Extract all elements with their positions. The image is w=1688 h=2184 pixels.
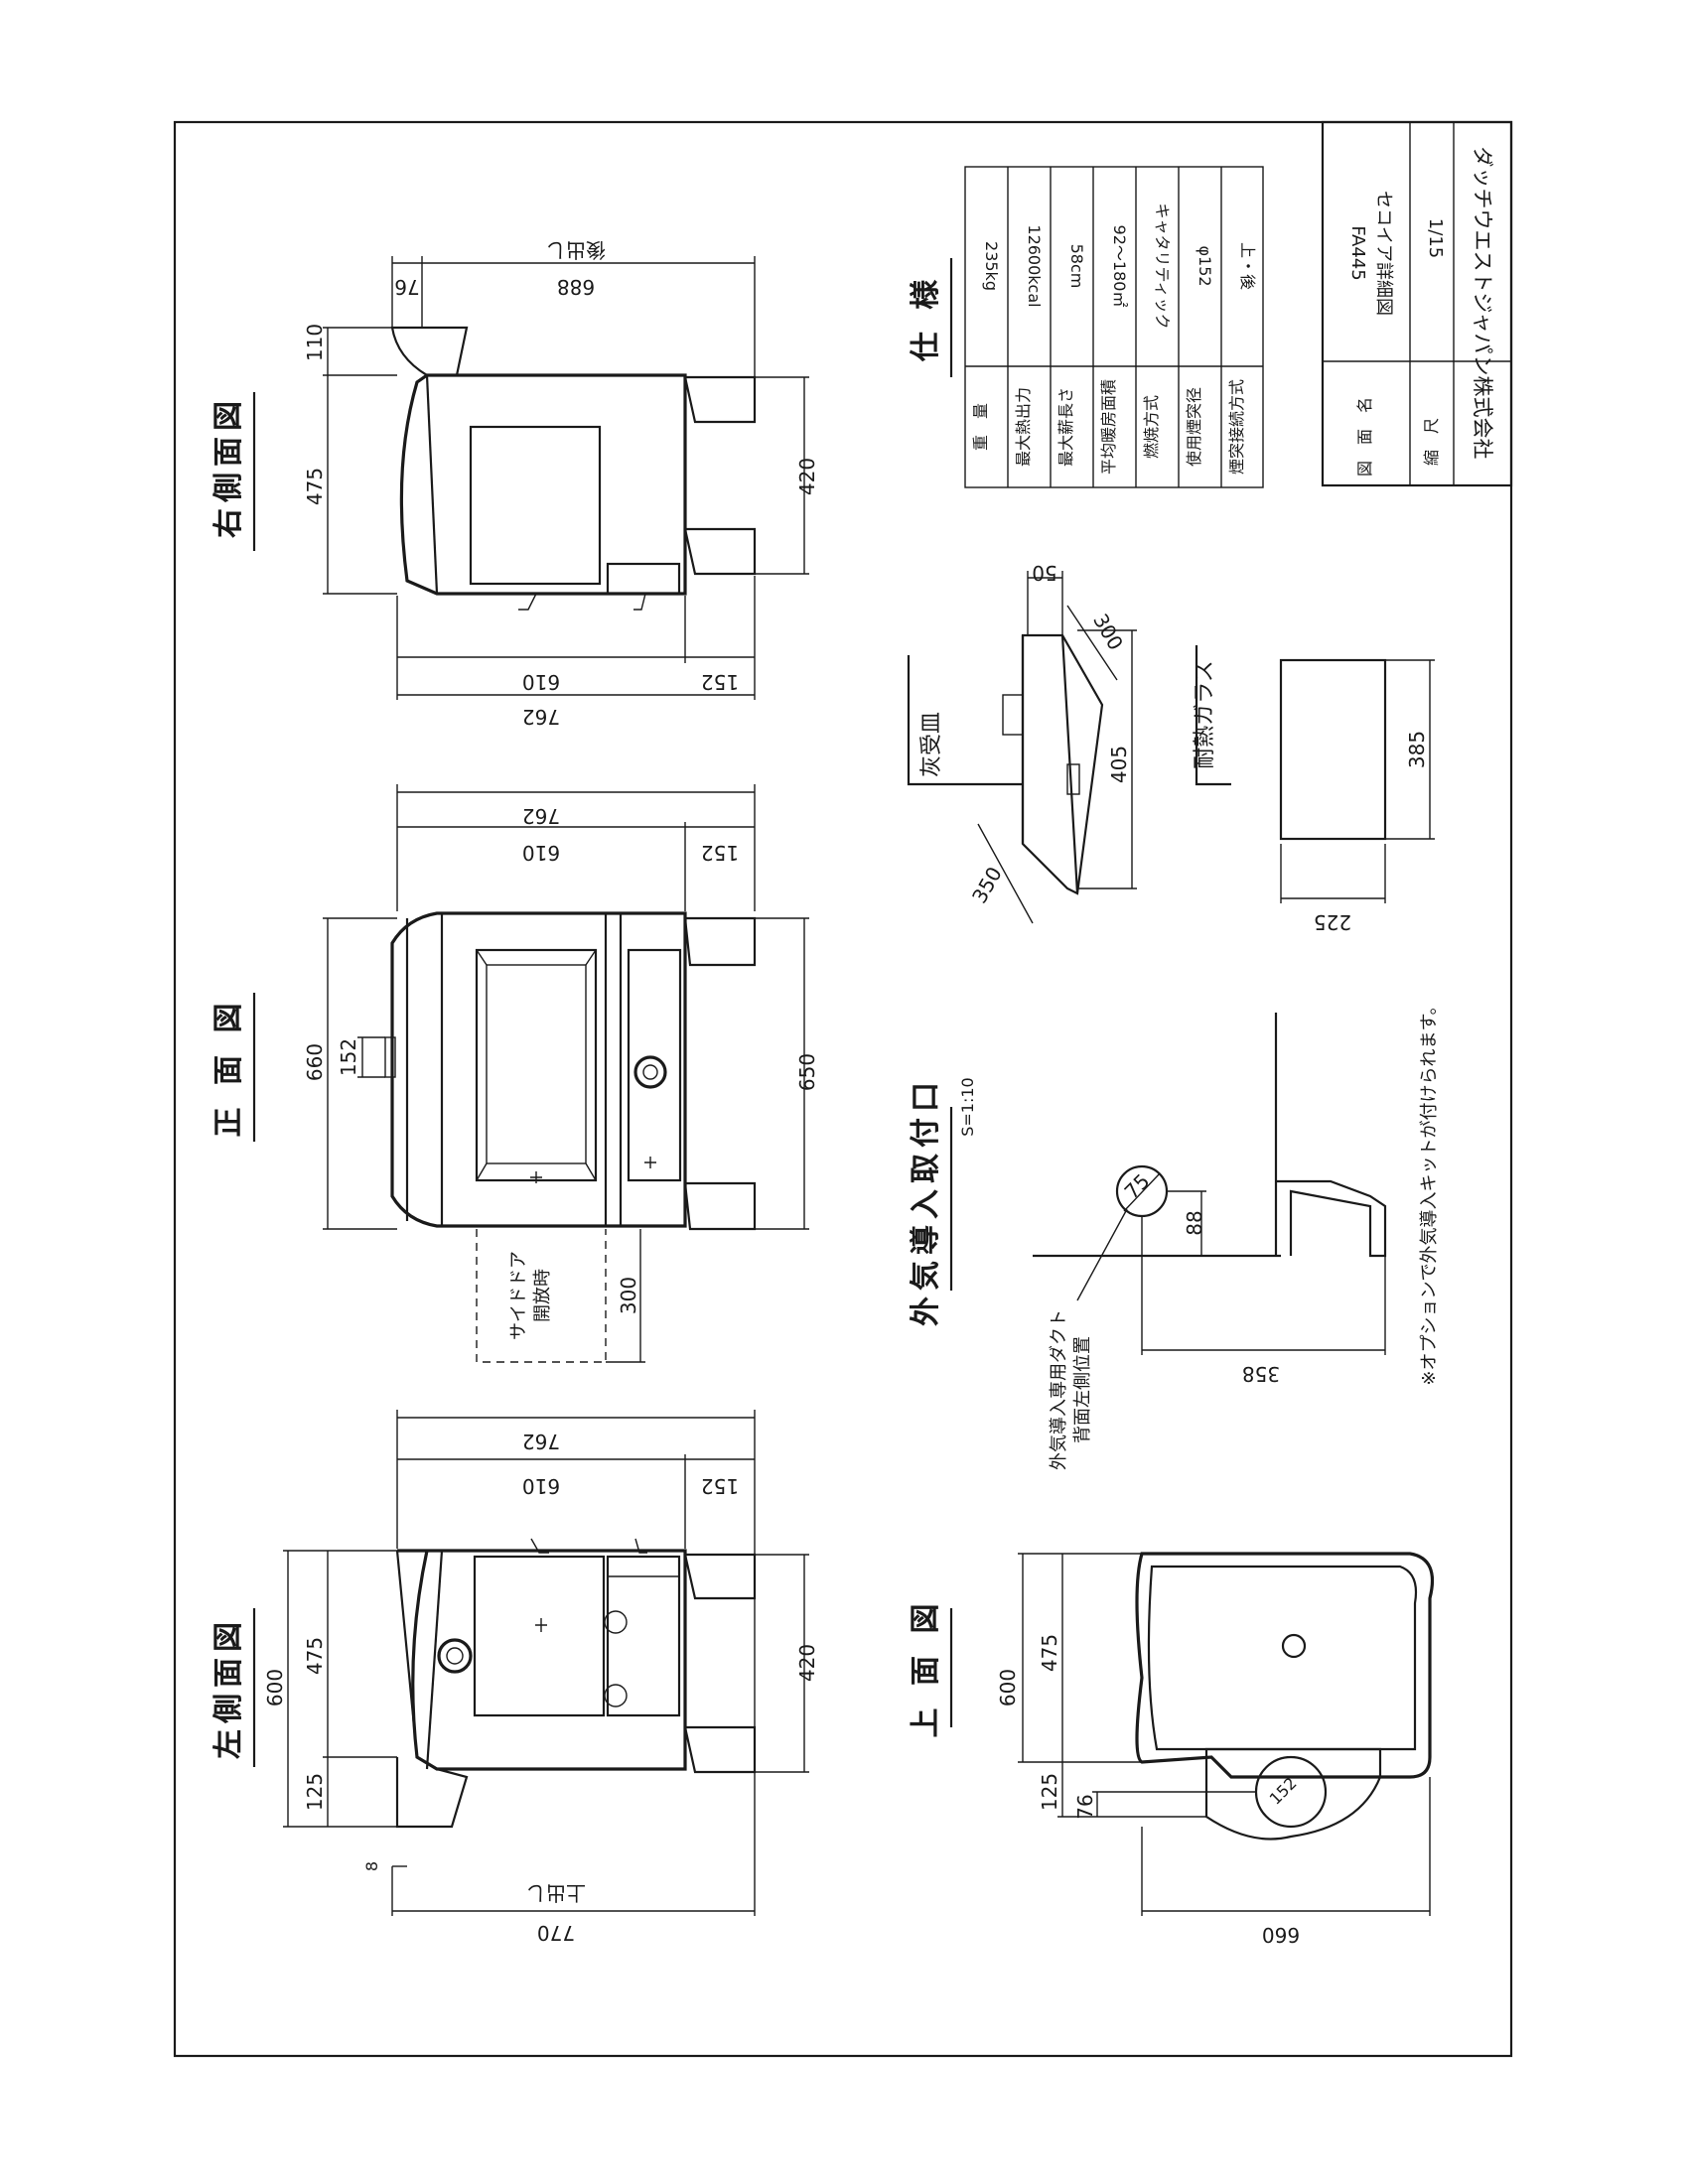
spec-row-value: キャタリティック xyxy=(1153,203,1172,329)
left-dim-152: 152 xyxy=(701,1474,739,1498)
ash-pan-dim-50: 50 xyxy=(1032,561,1056,585)
option-note: ※オプションで外気導入キットが付けられます。 xyxy=(1419,997,1440,1385)
glass-detail: 耐熱ガラス 385 225 xyxy=(1193,645,1435,934)
top-dim-600: 600 xyxy=(996,1669,1020,1706)
top-dim-660: 660 xyxy=(1262,1923,1300,1947)
title-block-scale-label: 縮 尺 xyxy=(1422,418,1441,466)
title-block-drawing-name: セコイア詳細図 xyxy=(1373,191,1394,316)
top-dim-475: 475 xyxy=(1038,1634,1061,1672)
top-dim-125: 125 xyxy=(1038,1773,1061,1811)
left-side-view-title: 左側面図 xyxy=(211,1616,246,1759)
sheet-border xyxy=(173,120,1513,2058)
ash-pan-label: 灰受皿 xyxy=(919,712,944,777)
spec-row-label: 重 量 xyxy=(971,403,990,451)
right-dim-688: 688 xyxy=(557,275,595,299)
spec-heading: 仕 様 xyxy=(909,274,943,362)
spec-row-value: 92〜180㎡ xyxy=(1110,225,1129,308)
right-dim-420: 420 xyxy=(795,458,819,495)
air-intake-dim-88: 88 xyxy=(1183,1210,1206,1235)
title-block-drawing-label: 図 面 名 xyxy=(1355,397,1374,477)
spec-section: 仕 様 重 量 235kg 最大熱出力 12600kcal 最大薪長さ 58cm 平均暖房面… xyxy=(909,166,1264,488)
spec-row-value: 235kg xyxy=(982,241,1001,291)
top-dim-152: 152 xyxy=(1266,1774,1301,1809)
left-dim-770: 770 xyxy=(537,1921,575,1945)
glass-panel xyxy=(1279,658,1387,841)
front-dim-300: 300 xyxy=(617,1277,640,1314)
ash-pan-dim-405: 405 xyxy=(1107,746,1131,783)
right-flue-exit-label: 後出し xyxy=(546,238,606,262)
right-side-view-title: 右側面図 xyxy=(211,395,246,538)
left-dim-125: 125 xyxy=(303,1773,327,1811)
left-dim-420: 420 xyxy=(795,1644,819,1682)
spec-row-value: φ152 xyxy=(1196,245,1214,286)
air-intake-dim-358: 358 xyxy=(1242,1362,1280,1386)
air-intake-scale: S=1:10 xyxy=(958,1077,977,1137)
ash-pan-dim-350: 350 xyxy=(967,863,1007,907)
left-dim-600: 600 xyxy=(263,1669,287,1706)
front-dim-152-flue: 152 xyxy=(337,1038,360,1076)
title-block-model: FA445 xyxy=(1347,225,1368,280)
title-block-scale-value: 1/15 xyxy=(1425,218,1446,258)
left-dim-475: 475 xyxy=(303,1637,327,1675)
front-dim-660: 660 xyxy=(303,1043,327,1081)
duct-label-2: 背面左側位置 xyxy=(1072,1336,1093,1443)
ash-pan-dim-300: 300 xyxy=(1088,610,1128,654)
glass-dim-385: 385 xyxy=(1405,731,1429,768)
top-view-title: 上 面 図 xyxy=(909,1598,943,1738)
spec-row-value: 58cm xyxy=(1067,244,1086,289)
air-intake-title: 外気導入取付口 xyxy=(909,1076,943,1326)
top-dim-76: 76 xyxy=(1073,1794,1097,1819)
title-block-company: ダッチウエストジャパン株式会社 xyxy=(1471,147,1494,460)
spec-row-value: 上・後 xyxy=(1238,242,1257,290)
spec-row-label: 最大薪長さ xyxy=(1056,387,1075,467)
left-dim-8: 8 xyxy=(362,1861,381,1871)
spec-row-label: 平均暖房面積 xyxy=(1099,379,1118,475)
spec-table xyxy=(964,166,1264,488)
front-dim-762: 762 xyxy=(522,804,560,828)
right-dim-110: 110 xyxy=(303,324,327,361)
duct-label-1: 外気導入専用ダクト xyxy=(1049,1309,1069,1470)
spec-row-value: 12600kcal xyxy=(1025,224,1044,307)
spec-row-label: 使用煙突径 xyxy=(1185,387,1203,467)
left-side-view: 左側面図 762 610 152 600 xyxy=(211,1410,819,1945)
front-view: 正 面 図 サイドドア 開放時 300 762 610 xyxy=(211,784,819,1363)
left-flue-exit-label: 上出し xyxy=(526,1881,586,1905)
front-dim-650: 650 xyxy=(795,1053,819,1091)
right-dim-152: 152 xyxy=(701,670,739,694)
right-side-view: 右側面図 762 610 152 475 110 420 xyxy=(211,238,819,729)
ash-pan-detail: 灰受皿 405 350 300 50 xyxy=(907,561,1137,924)
side-door-label: サイドドア xyxy=(508,1251,529,1340)
right-dim-762: 762 xyxy=(522,705,560,729)
left-dim-610: 610 xyxy=(522,1474,560,1498)
spec-row-label: 燃焼方式 xyxy=(1142,395,1161,459)
side-door-open-label: 開放時 xyxy=(532,1269,553,1322)
title-block: 図 面 名 FA445 セコイア詳細図 縮 尺 1/15 ダッチウエストジャパン… xyxy=(1321,120,1513,487)
right-dim-475: 475 xyxy=(303,468,327,505)
front-dim-610: 610 xyxy=(522,841,560,865)
spec-row-label: 最大熱出力 xyxy=(1014,387,1033,467)
top-view: 上 面 図 152 600 475 125 76 660 xyxy=(909,1552,1435,1947)
glass-dim-225: 225 xyxy=(1314,910,1351,934)
right-dim-76: 76 xyxy=(394,275,419,299)
left-dim-762: 762 xyxy=(522,1430,560,1453)
spec-row-label: 煙突接続方式 xyxy=(1227,379,1246,475)
front-view-title: 正 面 図 xyxy=(211,998,246,1138)
air-intake-detail: 外気導入取付口 S=1:10 75 外気導入専用ダクト 背面左側位置 88 35… xyxy=(909,997,1440,1470)
right-dim-610: 610 xyxy=(522,670,560,694)
front-dim-152: 152 xyxy=(701,841,739,865)
